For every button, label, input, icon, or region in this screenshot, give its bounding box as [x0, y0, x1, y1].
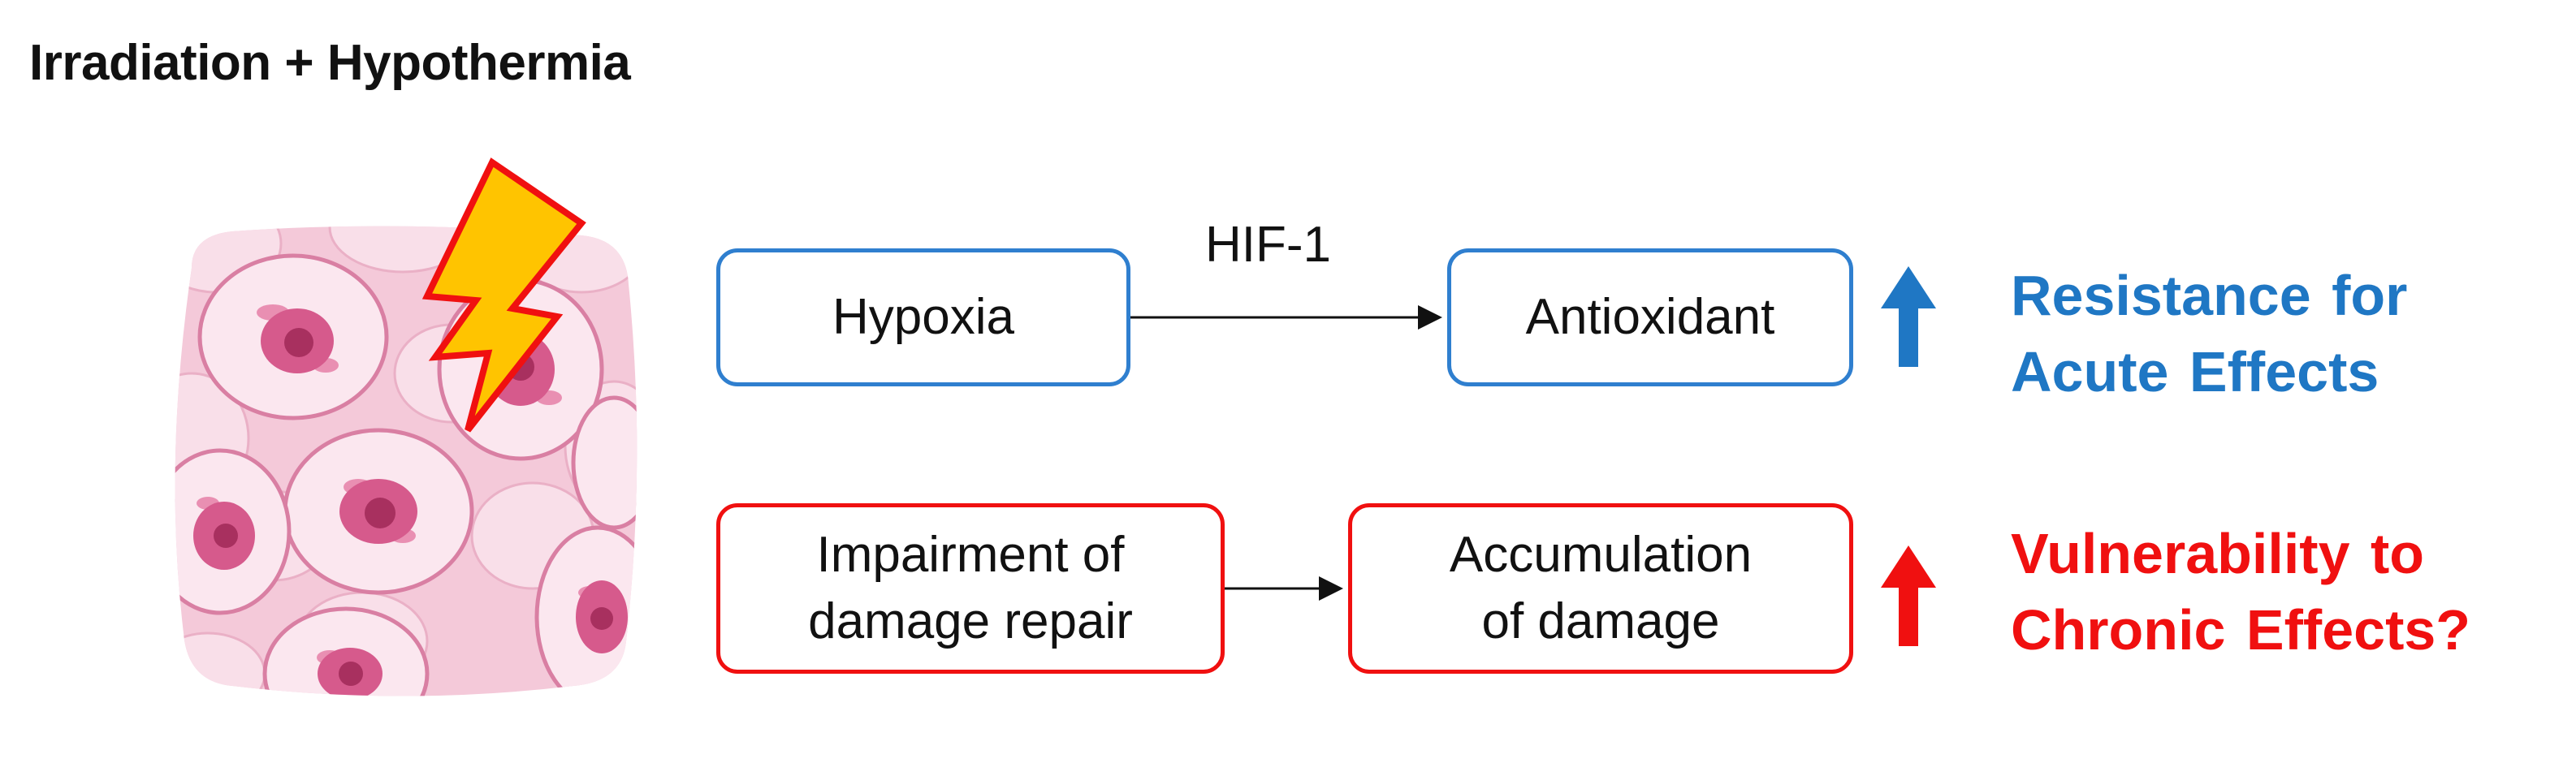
hif-1-label: HIF-1: [1205, 217, 1331, 273]
impairment-label-line1: Impairment of: [816, 527, 1125, 584]
accumulation-label-line2: of damage: [1481, 593, 1720, 649]
vulnerability-outcome-line2: Chronic Effects?: [2011, 597, 2471, 662]
antioxidant-label: Antioxidant: [1525, 289, 1775, 346]
accumulation-label-line1: Accumulation: [1449, 527, 1753, 584]
cell-tissue-illustration: [175, 157, 638, 696]
vulnerability-outcome-line1: Vulnerability to: [2011, 522, 2425, 585]
lightning-bolt-icon: [421, 157, 586, 433]
impairment-node: Impairment of damage repair: [716, 503, 1225, 674]
hypoxia-label: Hypoxia: [832, 289, 1014, 346]
antioxidant-node: Antioxidant: [1447, 248, 1853, 386]
up-arrow-icon-blue: [1881, 266, 1936, 367]
accumulation-node: Accumulation of damage: [1348, 503, 1853, 674]
resistance-outcome-line1: Resistance for: [2011, 264, 2408, 327]
hypoxia-node: Hypoxia: [716, 248, 1130, 386]
resistance-outcome: Resistance for Acute Effects: [2011, 258, 2407, 411]
vulnerability-outcome: Vulnerability to Chronic Effects?: [2011, 516, 2470, 669]
up-arrow-icon-red: [1881, 545, 1936, 646]
resistance-outcome-line2: Acute Effects: [2011, 339, 2379, 403]
page-title: Irradiation + Hypothermia: [29, 35, 631, 91]
impairment-label-line2: damage repair: [808, 593, 1133, 649]
